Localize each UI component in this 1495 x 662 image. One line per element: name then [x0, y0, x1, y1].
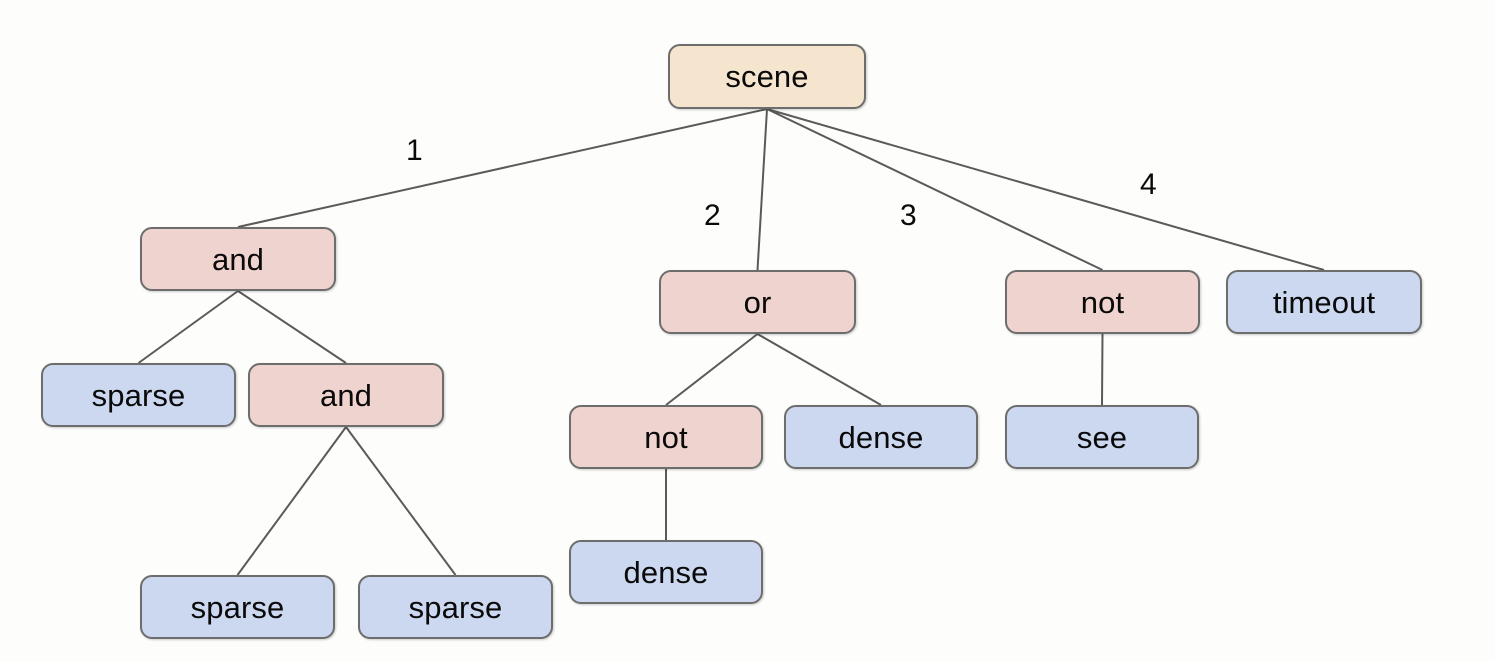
tree-edge-and-2-to-sparse-2: [236, 426, 347, 576]
tree-node-label: see: [1076, 419, 1128, 455]
tree-edge-root-to-not-2: [766, 108, 1103, 271]
tree-node-label: and: [319, 377, 373, 413]
tree-node-or-1[interactable]: or: [659, 270, 856, 334]
tree-node-dense-2[interactable]: dense: [569, 540, 763, 604]
tree-node-label: dense: [838, 419, 924, 455]
tree-edge-or-1-to-dense-1: [757, 333, 882, 406]
tree-node-label: or: [743, 284, 772, 320]
edge-label-and-1: 1: [406, 134, 423, 167]
tree-node-label: and: [211, 241, 265, 277]
tree-node-label: timeout: [1272, 284, 1376, 320]
tree-edge-root-to-timeout-1: [766, 108, 1325, 271]
tree-node-label: sparse: [91, 377, 186, 413]
tree-node-and-2[interactable]: and: [248, 363, 444, 427]
tree-node-sparse-2[interactable]: sparse: [140, 575, 335, 639]
tree-edge-root-to-or-1: [756, 108, 768, 271]
tree-node-and-1[interactable]: and: [140, 227, 336, 291]
tree-node-label: sparse: [408, 589, 503, 625]
tree-node-sparse-1[interactable]: sparse: [41, 363, 236, 427]
tree-edge-not-2-to-see-1: [1101, 333, 1104, 406]
tree-edge-and-1-to-and-2: [237, 290, 347, 364]
tree-edge-or-1-to-not-1: [665, 333, 759, 406]
tree-edge-root-to-and-1: [237, 108, 768, 228]
tree-edge-and-2-to-sparse-3: [345, 426, 457, 576]
tree-node-root[interactable]: scene: [668, 44, 866, 109]
tree-node-label: dense: [623, 554, 709, 590]
tree-node-dense-1[interactable]: dense: [784, 405, 978, 469]
tree-node-see-1[interactable]: see: [1005, 405, 1199, 469]
tree-edge-and-1-to-sparse-1: [137, 290, 239, 364]
tree-node-label: sparse: [190, 589, 285, 625]
tree-node-not-2[interactable]: not: [1005, 270, 1200, 334]
tree-node-label: not: [1080, 284, 1125, 320]
tree-node-not-1[interactable]: not: [569, 405, 763, 469]
tree-node-label: not: [644, 419, 688, 455]
edge-label-or-1: 2: [704, 199, 721, 232]
edge-label-timeout-1: 4: [1140, 168, 1157, 201]
tree-node-timeout-1[interactable]: timeout: [1226, 270, 1422, 334]
tree-node-label: scene: [725, 59, 809, 94]
edge-label-not-2: 3: [900, 199, 917, 232]
tree-node-sparse-3[interactable]: sparse: [358, 575, 553, 639]
